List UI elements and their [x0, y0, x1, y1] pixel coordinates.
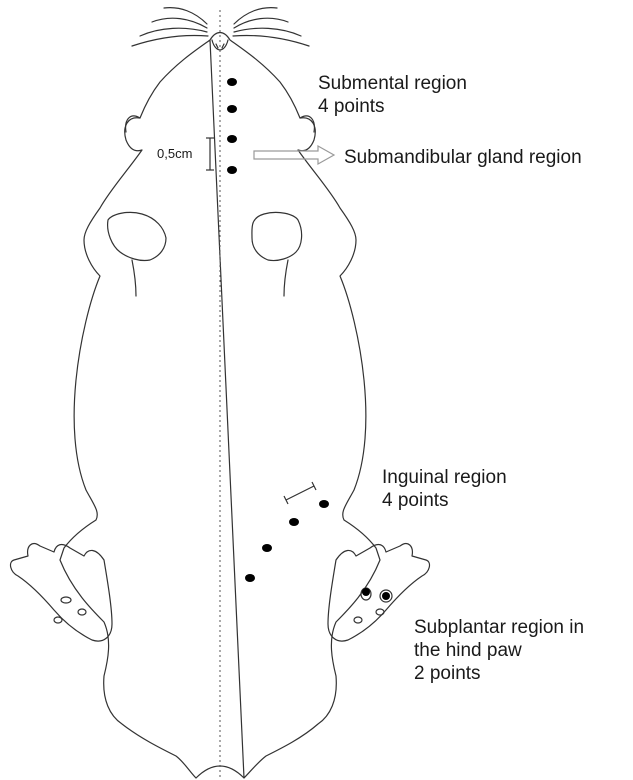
submandibular-label-line1: Submandibular gland region [344, 146, 582, 169]
submandibular-label: Submandibular gland region [344, 146, 582, 169]
subplantar-point [362, 588, 370, 596]
inguinal-label-line2: 4 points [382, 489, 507, 512]
left-hindpaw [11, 544, 112, 641]
subplantar-label-line2: the hind paw [414, 639, 584, 662]
subplantar-label-line3: 2 points [414, 662, 584, 685]
submental-label-line1: Submental region [318, 72, 467, 95]
submental-point [227, 105, 237, 113]
subplantar-point [382, 592, 390, 600]
subplantar-label-line1: Subplantar region in [414, 616, 584, 639]
inguinal-point [262, 544, 272, 552]
submandibular-arrow [254, 146, 334, 164]
inguinal-point [289, 518, 299, 526]
left-forepaw [108, 212, 166, 296]
subplantar-label: Subplantar region in the hind paw 2 poin… [414, 616, 584, 685]
submental-label-line2: 4 points [318, 95, 467, 118]
scale-bar [206, 138, 214, 170]
scale-label: 0,5cm [157, 146, 192, 161]
inguinal-point [245, 574, 255, 582]
submental-point [227, 78, 237, 86]
submental-label: Submental region 4 points [318, 72, 467, 118]
inguinal-label: Inguinal region 4 points [382, 466, 507, 512]
inguinal-scale-bar [284, 482, 316, 504]
right-forepaw [252, 212, 302, 296]
submental-point [227, 166, 237, 174]
inguinal-point [319, 500, 329, 508]
submental-point [227, 135, 237, 143]
inguinal-label-line1: Inguinal region [382, 466, 507, 489]
